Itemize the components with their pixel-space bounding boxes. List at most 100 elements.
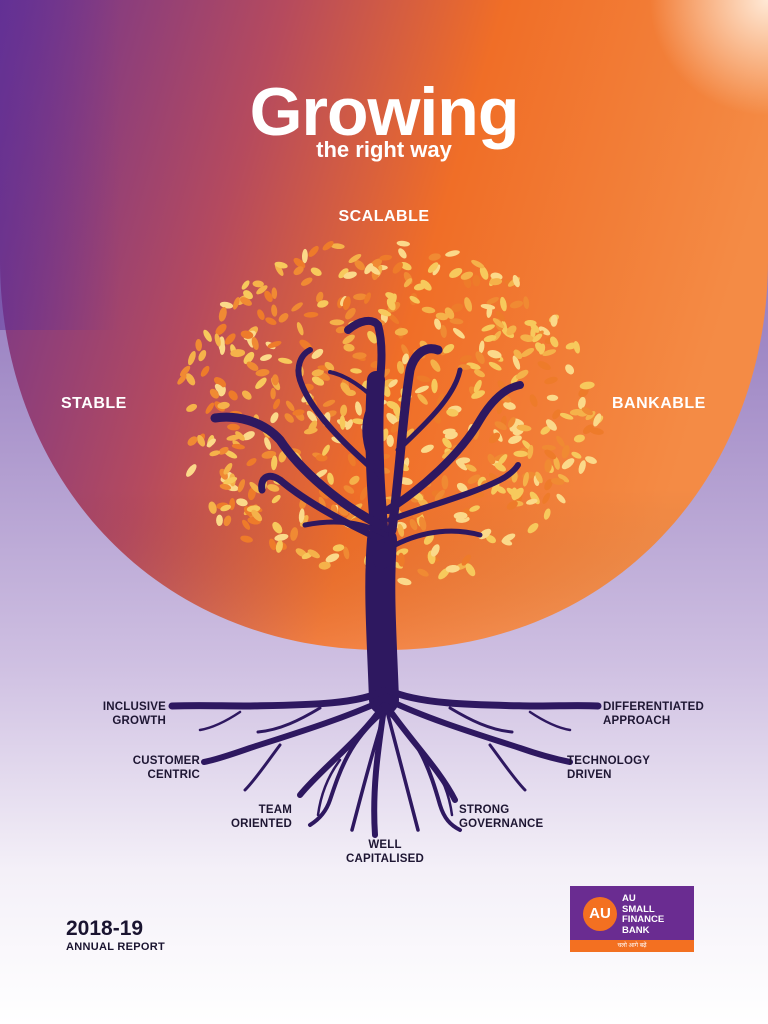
au-bank-logo: AU AU SMALL FINANCE BANK चलो आगे बढ़ें [570, 886, 694, 952]
logo-mark: AU [583, 897, 617, 931]
leaf [396, 240, 410, 247]
tree-trunk [210, 316, 524, 715]
leaf [432, 264, 441, 276]
leaf [503, 401, 516, 410]
leaf [480, 303, 496, 310]
leaf [442, 428, 456, 435]
leaf [209, 450, 221, 457]
tree-canopy-leaves [177, 240, 604, 586]
leaf [271, 455, 278, 471]
leaf [434, 318, 442, 330]
leaf [578, 387, 589, 398]
leaf [293, 257, 306, 269]
leaf [260, 354, 272, 361]
leaf [523, 296, 530, 310]
leaf [553, 456, 560, 470]
leaf [240, 535, 253, 543]
report-type: ANNUAL REPORT [66, 941, 166, 953]
leaf [354, 260, 365, 271]
leaf [355, 401, 362, 416]
leaf [364, 263, 374, 275]
leaf [342, 296, 351, 311]
leaf [453, 511, 468, 520]
leaf [513, 450, 528, 458]
leaf [198, 349, 207, 362]
leaf [197, 435, 206, 447]
leaf [348, 254, 362, 263]
leaf [322, 240, 334, 251]
leaf [467, 474, 481, 484]
leaf [473, 379, 482, 393]
leaf [513, 418, 524, 426]
leaf [314, 469, 328, 479]
leaf [367, 330, 378, 344]
leaf [479, 266, 489, 280]
leaf [272, 521, 283, 534]
leaf [400, 261, 412, 271]
leaf [420, 279, 432, 291]
leaf [508, 435, 522, 444]
leaf [246, 458, 257, 467]
leaf [227, 423, 240, 431]
leaf [300, 515, 309, 527]
leaf [342, 334, 355, 345]
leaf [565, 342, 577, 350]
leaf [390, 421, 402, 433]
leaf [559, 412, 574, 420]
leaf [494, 462, 506, 472]
leaf [338, 268, 349, 279]
leaf [589, 427, 604, 435]
leaf [240, 330, 254, 339]
leaf [449, 268, 463, 278]
leaf [495, 311, 506, 322]
leaf [552, 409, 561, 420]
tree-roots [168, 686, 602, 838]
leaf [402, 353, 409, 365]
leaf [224, 450, 238, 459]
leaf [540, 426, 551, 435]
leaf [571, 451, 582, 459]
leaf [347, 453, 356, 467]
leaf [456, 482, 468, 493]
leaf [544, 376, 558, 385]
leaf [445, 564, 460, 573]
leaf [441, 475, 449, 490]
leaf [527, 444, 534, 460]
leaf [215, 323, 227, 336]
leaf [316, 291, 324, 303]
leaf [585, 456, 597, 464]
pillar-stable: STABLE [61, 395, 127, 412]
leaf [317, 300, 329, 308]
leaf [188, 350, 196, 366]
leaf [261, 450, 277, 459]
leaf [186, 403, 198, 412]
leaf [394, 328, 408, 336]
leaf [485, 534, 497, 544]
leaf [455, 460, 468, 471]
leaf [506, 500, 518, 510]
leaf [515, 369, 529, 380]
leaf [526, 498, 538, 505]
leaf [345, 307, 356, 320]
leaf [236, 498, 248, 507]
leaf [353, 293, 368, 301]
leaf [556, 435, 565, 447]
leaf [205, 402, 215, 414]
leaf [532, 333, 543, 343]
leaf [396, 360, 405, 374]
leaf [573, 434, 585, 443]
leaf [225, 333, 236, 345]
leaf [489, 278, 503, 286]
leaf [557, 473, 570, 483]
leaf [343, 485, 355, 494]
leaf [214, 333, 221, 347]
leaf [237, 479, 246, 493]
leaf [500, 296, 507, 312]
leaf [322, 444, 330, 456]
leaf [502, 533, 516, 543]
leaf [398, 248, 407, 259]
leaf [228, 390, 238, 401]
